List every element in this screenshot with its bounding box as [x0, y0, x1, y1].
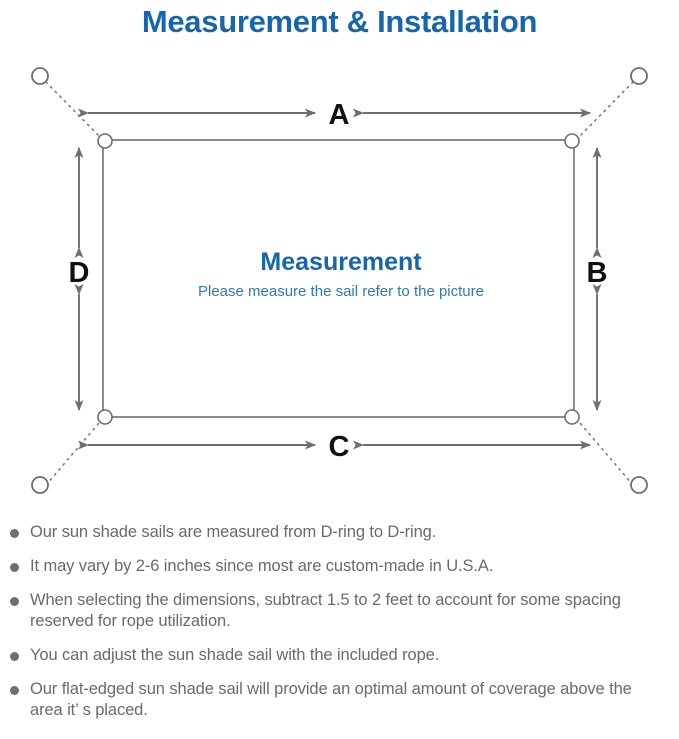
- d-ring-icon: [564, 409, 580, 425]
- anchor-point-icon: [630, 476, 648, 494]
- bullet-icon: [10, 563, 19, 572]
- anchor-points: [31, 67, 648, 494]
- list-item: When selecting the dimensions, subtract …: [0, 590, 679, 632]
- d-ring-icon: [97, 409, 113, 425]
- diagram-center-subheading: Please measure the sail refer to the pic…: [198, 283, 484, 300]
- list-item: Our flat-edged sun shade sail will provi…: [0, 679, 679, 721]
- bullet-icon: [10, 652, 19, 661]
- sail-shape: [102, 139, 575, 418]
- bullet-icon: [10, 529, 19, 538]
- notes-list: Our sun shade sails are measured from D-…: [0, 522, 679, 734]
- anchor-point-icon: [31, 476, 49, 494]
- list-item: Our sun shade sails are measured from D-…: [0, 522, 679, 543]
- list-item-text: Our flat-edged sun shade sail will provi…: [30, 680, 632, 719]
- anchor-point-icon: [630, 67, 648, 85]
- d-ring-icon: [564, 133, 580, 149]
- list-item: It may vary by 2-6 inches since most are…: [0, 556, 679, 577]
- list-item-text: It may vary by 2-6 inches since most are…: [30, 557, 494, 575]
- d-rings: [97, 133, 580, 425]
- rope-line-top-right: [579, 81, 634, 137]
- dimension-label-c: C: [329, 431, 350, 463]
- d-ring-icon: [97, 133, 113, 149]
- rope-line-bottom-left: [45, 422, 100, 486]
- bullet-icon: [10, 597, 19, 606]
- list-item-text: When selecting the dimensions, subtract …: [30, 591, 621, 630]
- measurement-diagram: A C D B Measurement Please measure the s…: [0, 48, 679, 518]
- rope-line-bottom-right: [579, 422, 634, 486]
- list-item-text: You can adjust the sun shade sail with t…: [30, 646, 440, 664]
- bullet-icon: [10, 686, 19, 695]
- dimension-label-d: D: [69, 257, 90, 289]
- list-item-text: Our sun shade sails are measured from D-…: [30, 523, 437, 541]
- dimension-label-a: A: [329, 99, 350, 131]
- rope-line-top-left: [45, 81, 100, 137]
- anchor-point-icon: [31, 67, 49, 85]
- dimension-label-b: B: [587, 257, 608, 289]
- page-title: Measurement & Installation: [141, 4, 538, 39]
- diagram-center-heading: Measurement: [260, 248, 422, 276]
- rope-lines: [45, 81, 634, 486]
- list-item: You can adjust the sun shade sail with t…: [0, 645, 679, 666]
